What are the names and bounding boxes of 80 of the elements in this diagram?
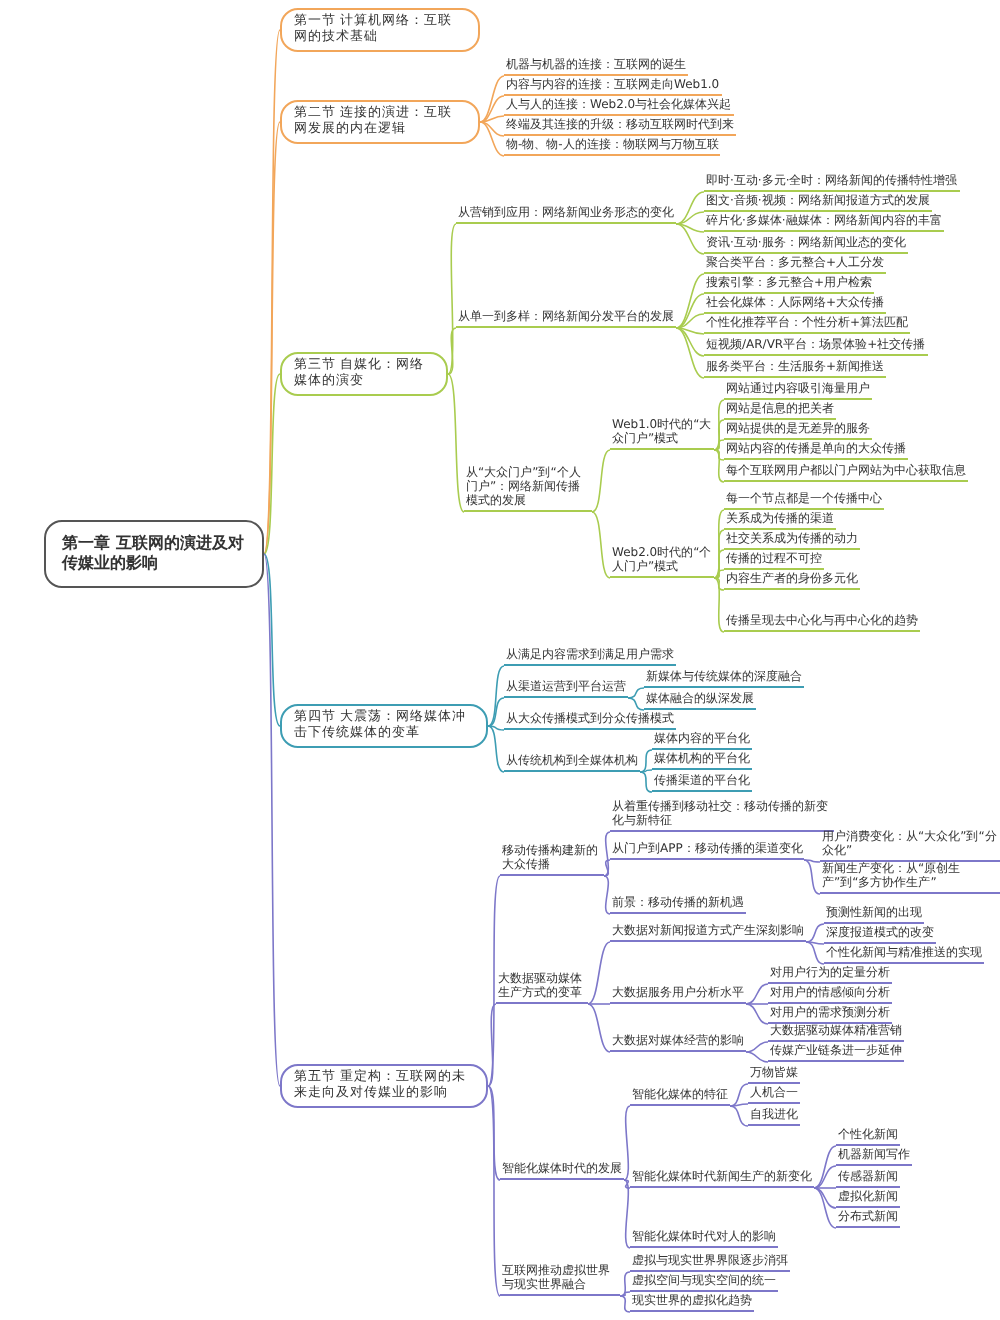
connector (627, 697, 645, 711)
connector (487, 1003, 497, 1087)
connector (675, 327, 705, 357)
connector (487, 697, 505, 727)
connector (447, 223, 457, 375)
connector (805, 941, 825, 965)
connector (745, 1051, 769, 1063)
connector (675, 327, 705, 379)
connector (479, 75, 505, 123)
connector (805, 941, 825, 945)
connector (587, 1003, 611, 1005)
connector (639, 771, 653, 793)
connector (479, 95, 505, 123)
connector (675, 223, 705, 255)
connector (619, 1291, 631, 1297)
connector (619, 1295, 631, 1313)
connector (803, 859, 821, 863)
connector (675, 273, 705, 329)
connector (603, 859, 611, 877)
connector (603, 831, 611, 877)
connector (623, 1179, 631, 1189)
connector (713, 449, 725, 483)
connector (713, 577, 725, 591)
connector (813, 1187, 837, 1209)
connector (675, 327, 705, 335)
connector (675, 191, 705, 225)
connector (745, 1041, 769, 1053)
connector (729, 1083, 749, 1107)
connector (813, 1187, 837, 1229)
connector (591, 449, 611, 513)
connector (713, 509, 725, 579)
connector (675, 313, 705, 329)
connector (805, 923, 825, 943)
connector (639, 769, 653, 773)
connector (447, 327, 457, 375)
connector (591, 511, 611, 579)
connector (713, 577, 725, 633)
connector (745, 1003, 769, 1005)
connector (713, 419, 725, 451)
connector (623, 1105, 631, 1181)
connector (263, 29, 281, 555)
connector (675, 293, 705, 329)
connector (623, 1179, 631, 1249)
connector (487, 725, 505, 731)
connector (447, 373, 465, 513)
connector (603, 875, 611, 915)
connector (487, 725, 505, 773)
connector (675, 211, 705, 225)
connector (813, 1165, 837, 1189)
connector (587, 1003, 611, 1053)
connector (479, 121, 505, 157)
connector (729, 1103, 749, 1107)
connector (479, 115, 505, 123)
connector (263, 373, 281, 555)
connector (487, 1085, 501, 1181)
connector (713, 529, 725, 579)
connector (745, 983, 769, 1005)
connector (675, 223, 705, 233)
connector (487, 665, 505, 727)
connector (713, 549, 725, 579)
connector (487, 1085, 501, 1297)
connector (619, 1271, 631, 1297)
connector (639, 749, 653, 773)
connector (479, 121, 505, 137)
connector (713, 449, 725, 461)
connector (263, 553, 281, 727)
connector (713, 399, 725, 451)
connector (813, 1145, 837, 1189)
connector (713, 439, 725, 451)
connector (713, 569, 725, 579)
connector (813, 1187, 837, 1189)
connector (627, 687, 645, 699)
connector (745, 1003, 769, 1025)
connector (487, 875, 501, 1087)
connector (263, 553, 281, 1087)
connector (587, 941, 611, 1005)
connector (803, 859, 821, 895)
topic-box: 第一章 互联网的演进及对传媒业的影响 (44, 520, 264, 588)
connector (263, 121, 281, 555)
connector (729, 1105, 749, 1127)
